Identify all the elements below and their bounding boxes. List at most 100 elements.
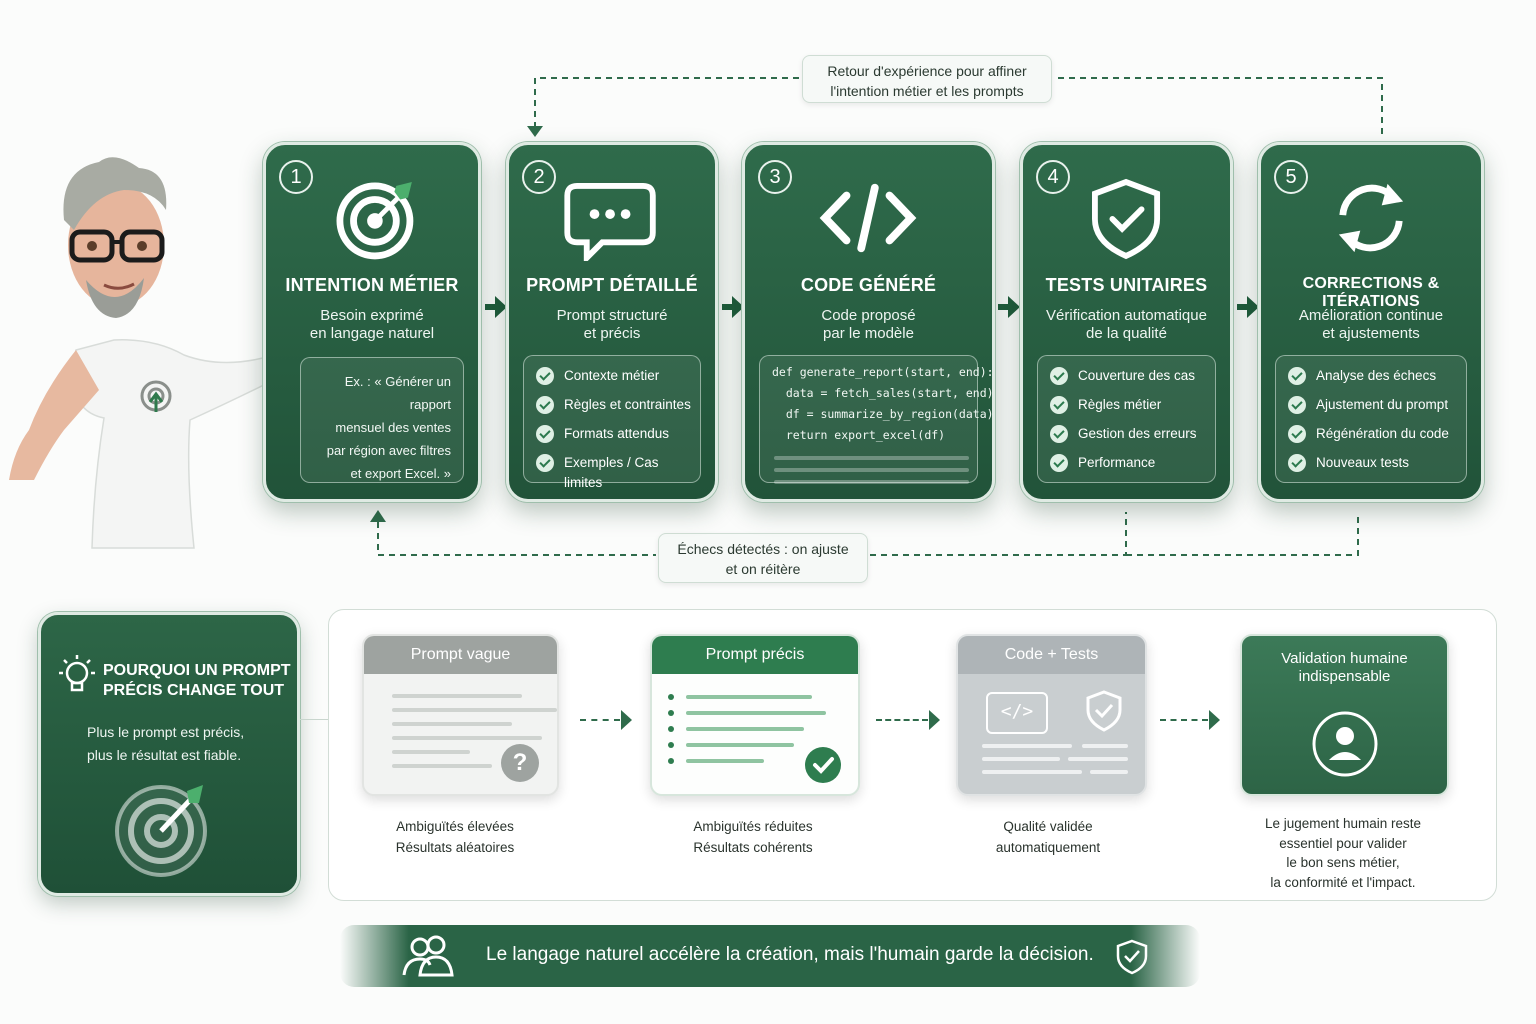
- bullet-line: [686, 759, 764, 763]
- caption-line: le bon sens métier,: [1286, 855, 1400, 870]
- compare-card-title: Prompt vague: [364, 636, 557, 674]
- feedback-bottom-line2: et on réitère: [725, 561, 801, 577]
- step-subtitle-line2: de la qualité: [1086, 325, 1167, 342]
- check-circle-icon: [805, 747, 841, 783]
- example-line: Ex. : « Générer un rapport: [344, 374, 451, 412]
- compare-caption-vague: Ambiguïtés élevées Résultats aléatoires: [360, 816, 550, 858]
- code-placeholder-line: [774, 456, 969, 460]
- checklist-item: Règles métier: [1050, 395, 1215, 424]
- caption-line: Résultats cohérents: [693, 840, 813, 855]
- target-icon: [115, 785, 207, 877]
- flow-arrow-3: [998, 296, 1020, 318]
- chat-bubble-icon: [564, 183, 656, 261]
- step-card-4: 4 TESTS UNITAIRES Vérification automatiq…: [1020, 142, 1233, 502]
- check-icon: [536, 425, 554, 443]
- feedback-bottom-line1: Échecs détectés : on ajuste: [677, 541, 849, 557]
- conclusion-banner: Le langage naturel accélère la création,…: [340, 925, 1200, 987]
- question-icon: ?: [501, 744, 539, 782]
- bullet-line: [686, 743, 794, 747]
- placeholder-line: [982, 770, 1082, 774]
- compare-title-line: Validation humaine: [1281, 650, 1408, 667]
- compare-card-human: Validation humaine indispensable: [1240, 634, 1449, 796]
- compare-card-title: Code + Tests: [958, 636, 1145, 674]
- compare-card-precise: Prompt précis: [650, 634, 860, 796]
- why-title-line2: PRÉCIS CHANGE TOUT: [103, 682, 285, 699]
- step-subtitle-line2: par le modèle: [823, 325, 914, 342]
- compare-caption-precise: Ambiguïtés réduites Résultats cohérents: [658, 816, 848, 858]
- checklist-item: Règles et contraintes: [536, 395, 700, 424]
- compare-title-line: indispensable: [1298, 668, 1391, 685]
- step-subtitle-line1: Vérification automatique: [1046, 307, 1207, 324]
- check-icon: [536, 396, 554, 414]
- placeholder-line: [392, 750, 470, 754]
- step-subtitle-line2: et ajustements: [1322, 325, 1420, 342]
- presenter-avatar: [9, 157, 329, 549]
- flow-arrow-2: [722, 296, 744, 318]
- why-text-line2: plus le résultat est fiable.: [87, 747, 242, 763]
- example-line: par région avec filtres: [326, 443, 451, 458]
- step-subtitle-line1: Amélioration continue: [1298, 307, 1444, 324]
- bullet-line: [668, 710, 674, 716]
- checklist-box: Contexte métier Règles et contraintes Fo…: [523, 355, 701, 490]
- why-text-line1: Plus le prompt est précis,: [87, 724, 245, 740]
- bullet-line: [668, 742, 674, 748]
- lightbulb-icon: [59, 655, 95, 692]
- placeholder-line: [392, 722, 512, 726]
- feedback-top-line1: Retour d'expérience pour affiner: [827, 63, 1027, 79]
- step-title: PROMPT DÉTAILLÉ: [526, 275, 698, 295]
- shield-check-icon: [1116, 939, 1148, 975]
- checklist-item: Nouveaux tests: [1288, 453, 1466, 482]
- checklist-item: Formats attendus: [536, 424, 700, 453]
- step-subtitle-line1: Code proposé: [821, 307, 916, 324]
- step-number: 5: [1274, 160, 1308, 194]
- checklist-item: Performance: [1050, 453, 1215, 482]
- users-icon: [402, 935, 454, 977]
- bullet-line: [668, 694, 674, 700]
- caption-line: Ambiguïtés élevées: [396, 819, 514, 834]
- caption-line: automatiquement: [995, 840, 1101, 855]
- placeholder-line: [1090, 770, 1128, 774]
- step-title: CODE GÉNÉRÉ: [800, 275, 937, 295]
- feedback-top-line2: l'intention métier et les prompts: [830, 83, 1024, 99]
- placeholder-line: [392, 694, 522, 698]
- code-line: df = summarize_by_region(data): [772, 407, 994, 421]
- compare-card-tests: Code + Tests </>: [956, 634, 1147, 796]
- step-subtitle: Besoin exprimé en langage naturel: [276, 307, 468, 343]
- code-line: def generate_report(start, end):: [772, 365, 994, 379]
- code-icon: </>: [986, 692, 1048, 734]
- step-number: 3: [758, 160, 792, 194]
- step-card-3: 3 CODE GÉNÉRÉ Code proposé par le modèle…: [742, 142, 995, 502]
- compare-card-title: Prompt précis: [652, 636, 858, 674]
- checklist-item: Contexte métier: [536, 366, 700, 395]
- step-number: 4: [1036, 160, 1070, 194]
- why-title: POURQUOI UN PROMPT PRÉCIS CHANGE TOUT: [103, 661, 291, 701]
- step-subtitle: Amélioration continue et ajustements: [1271, 307, 1471, 343]
- code-box: def generate_report(start, end): data = …: [759, 355, 994, 484]
- example-text: Ex. : « Générer un rapport mensuel des v…: [309, 370, 451, 485]
- compare-caption-human: Le jugement humain reste essentiel pour …: [1238, 814, 1448, 892]
- connector-line: [300, 719, 328, 720]
- step-title: CORRECTIONS & ITÉRATIONS: [1302, 275, 1440, 310]
- bullet-line: [686, 711, 826, 715]
- bullet-line: [686, 727, 804, 731]
- check-icon: [1050, 454, 1068, 472]
- placeholder-line: [982, 757, 1060, 761]
- caption-line: Résultats aléatoires: [395, 840, 515, 855]
- caption-line: Ambiguïtés réduites: [693, 819, 813, 834]
- check-icon: [536, 454, 554, 472]
- shield-check-icon: [1092, 178, 1161, 260]
- checklist-item: Régénération du code: [1288, 424, 1466, 453]
- step-title: INTENTION MÉTIER: [285, 275, 459, 295]
- step-card-5: 5 CORRECTIONS & ITÉRATIONS Amélioration …: [1258, 142, 1484, 502]
- step-subtitle-line1: Prompt structuré: [556, 307, 668, 324]
- step-subtitle-line2: et précis: [583, 325, 641, 342]
- checklist-box: Couverture des cas Règles métier Gestion…: [1037, 355, 1216, 483]
- code-line: data = fetch_sales(start, end): [772, 386, 994, 400]
- check-icon: [1050, 367, 1068, 385]
- code-snippet: def generate_report(start, end): data = …: [760, 356, 994, 446]
- checklist-item: Analyse des échecs: [1288, 366, 1466, 395]
- feedback-top-bubble: Retour d'expérience pour affiner l'inten…: [802, 55, 1052, 103]
- target-icon: [336, 182, 414, 260]
- step-number: 2: [522, 160, 556, 194]
- step-subtitle: Code proposé par le modèle: [755, 307, 982, 343]
